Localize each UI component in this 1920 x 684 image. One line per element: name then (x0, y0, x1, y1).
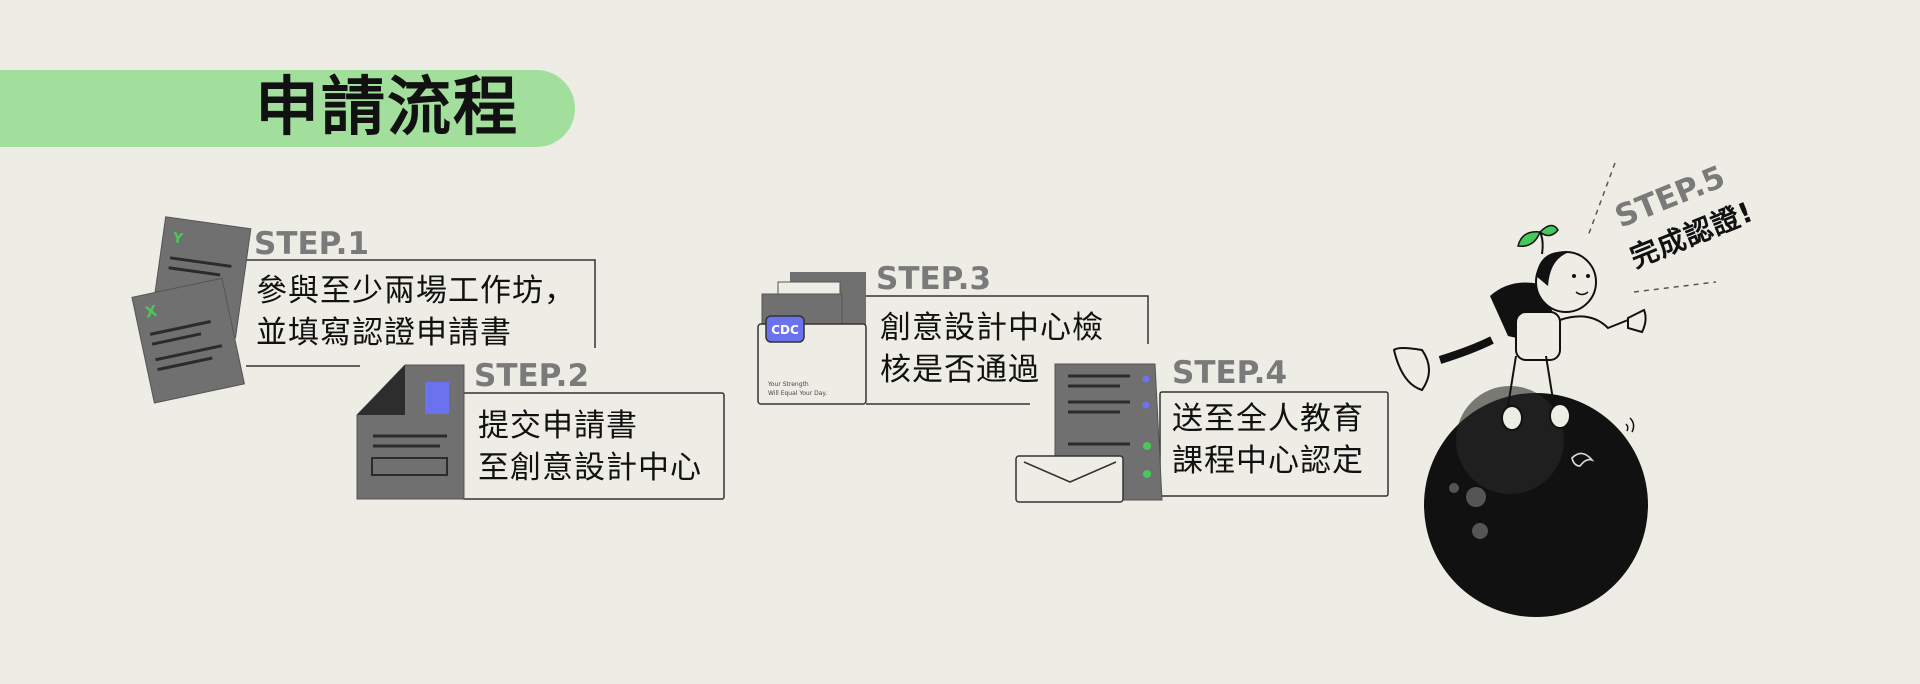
step2-label: STEP.2 (474, 358, 590, 394)
folder-slogan-line2: Will Equal Your Day. (768, 390, 827, 397)
folder-slogan-line1: Your Strength (767, 381, 809, 388)
document-mark-x: X (144, 302, 159, 322)
title-banner (0, 70, 575, 147)
step4-frame (1159, 391, 1389, 497)
documents-icon: Y X (131, 216, 252, 404)
step1-text: 參與至少兩場工作坊， 並填寫認證申請書 (256, 273, 576, 351)
step1-label: STEP.1 (254, 226, 370, 262)
step4-label: STEP.4 (1172, 355, 1288, 391)
step4-text: 送至全人教育 課程中心認定 (1172, 401, 1364, 479)
page-title: 申請流程 (255, 71, 519, 145)
step3-text: 創意設計中心檢 核是否通過 (880, 310, 1104, 388)
document-mark-y: Y (171, 230, 185, 248)
server-mail-icon (1015, 363, 1163, 503)
step3-frame (866, 295, 1149, 405)
step1-frame (246, 259, 596, 367)
cdc-badge: CDC (771, 323, 799, 337)
application-form-icon (356, 364, 465, 500)
step5-rays (1587, 162, 1717, 293)
step3-label: STEP.3 (876, 261, 992, 297)
character-on-planet-icon (1392, 224, 1648, 617)
step2-text: 提交申請書 至創意設計中心 (478, 408, 702, 486)
cdc-folder-icon: CDC Your Strength Will Equal Your Day. (757, 272, 867, 405)
